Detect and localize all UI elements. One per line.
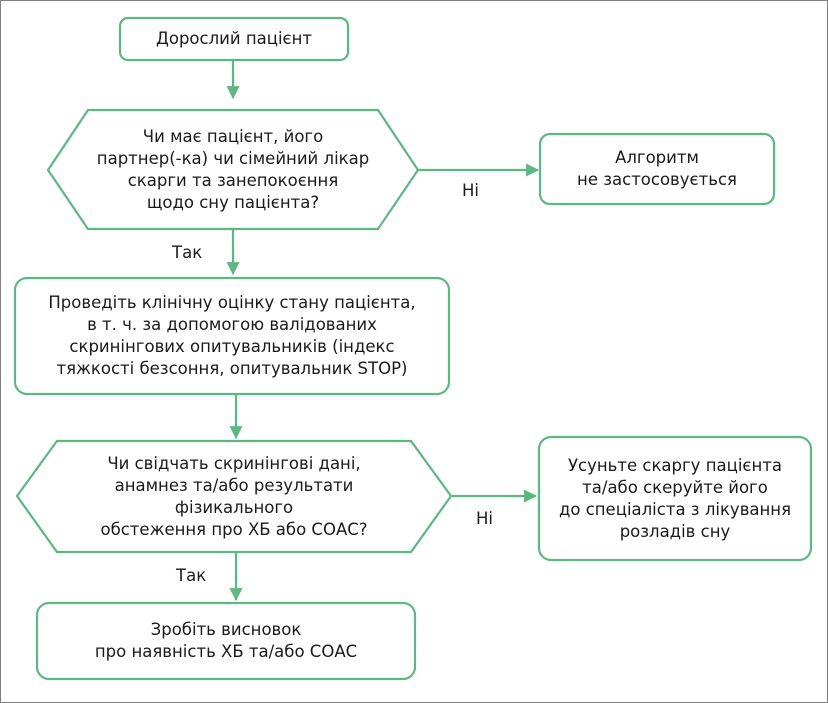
decision1-label: Чи має пацієнт, його партнер(-ка) чи сім…	[96, 127, 370, 212]
start-box	[118, 16, 350, 62]
not-applicable-box	[538, 132, 776, 206]
start-label: Дорослий пацієнт	[155, 29, 313, 48]
decision2-no-label: Ні	[476, 509, 493, 528]
refer-box	[537, 435, 813, 562]
decision2-label: Чи свідчать скринінгові дані, анамнез та…	[100, 453, 368, 539]
conclusion-label: Зробіть висновок про наявність ХБ та/або…	[94, 620, 358, 661]
not-applicable-label: Алгоритм не застосовується	[577, 148, 737, 189]
decision1-yes-label: Так	[172, 243, 203, 262]
assessment-box	[13, 276, 451, 396]
conclusion-box	[35, 601, 417, 681]
assessment-label: Проведіть клінічну оцінку стану пацієнта…	[48, 293, 416, 378]
refer-label: Усуньте скаргу пацієнта та/або скеруйте …	[558, 455, 792, 541]
decision1-no-label: Ні	[462, 181, 479, 200]
decision2-hexagon	[15, 439, 453, 554]
decision2-yes-label: Так	[176, 566, 207, 585]
decision1-hexagon	[46, 108, 420, 231]
